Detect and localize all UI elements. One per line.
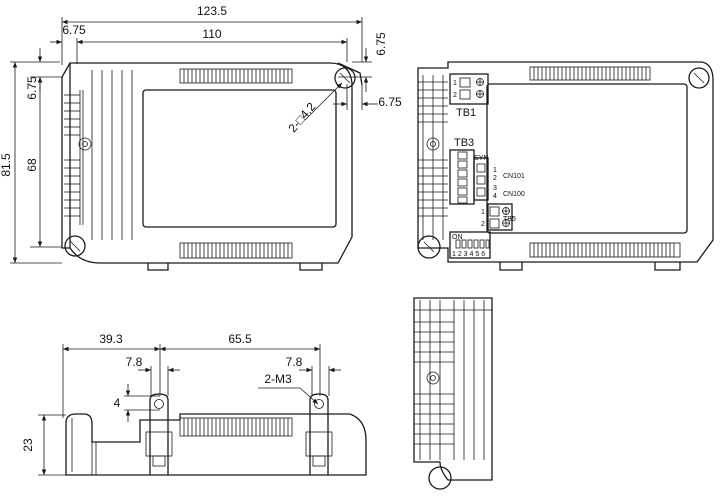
label-cn100: CN100 xyxy=(503,191,525,198)
connector-cn101-cn100: SYN 1 2 3 4 CN101 CN100 xyxy=(473,155,525,201)
dim-front-top: 39.3 65.5 xyxy=(62,332,321,418)
side-view xyxy=(413,297,493,490)
label-hole-width-right: 7.8 xyxy=(286,355,303,369)
tb5-pin-1: 1 xyxy=(481,209,485,216)
front-view: 39.3 65.5 7.8 7.8 2-M3 4 xyxy=(21,332,367,476)
side-mounting-hole xyxy=(426,371,440,385)
label-overall-height: 81.5 xyxy=(0,153,13,177)
terminal-tb3: TB3 xyxy=(449,137,475,205)
dim-edge-offset-left: 6.75 xyxy=(50,23,86,45)
label-dip-on: ON xyxy=(452,234,463,241)
label-hole-width-left: 7.8 xyxy=(126,355,143,369)
corner-slot-top-right xyxy=(334,67,356,89)
label-front-height: 23 xyxy=(21,438,35,452)
label-inner-width: 110 xyxy=(202,27,221,41)
dim-overall-width: 123.5 xyxy=(61,4,363,65)
terminal-top-vents xyxy=(529,66,651,81)
terminal-bottom-vents xyxy=(529,242,681,258)
dim-front-height: 23 xyxy=(21,414,66,476)
cn100-pin-4: 4 xyxy=(493,193,497,200)
label-inner-height: 68 xyxy=(25,158,39,172)
dim-left-vertical: 6.75 68 81.5 xyxy=(0,48,62,264)
top-vents xyxy=(179,68,293,84)
cn100-pin-3: 3 xyxy=(493,185,497,192)
label-edge-offset-top-right: 6.75 xyxy=(374,32,388,56)
dim-inner-width: 110 xyxy=(76,27,348,64)
label-edge-offset-left: 6.75 xyxy=(62,23,86,37)
cn101-pin-2: 2 xyxy=(493,175,497,182)
label-tb3: TB3 xyxy=(454,137,474,149)
label-left-distance: 39.3 xyxy=(99,332,123,346)
label-center-distance: 65.5 xyxy=(228,332,252,346)
dim-hole-width-right: 7.8 xyxy=(286,355,341,396)
label-dip-numbers: 1 2 3 4 5 6 xyxy=(452,251,485,258)
terminal-tb1: 1 2 TB1 xyxy=(449,73,489,119)
terminal-tb5: 1 2 TB5 xyxy=(481,203,516,231)
cn101-pin-1: 1 xyxy=(493,167,497,174)
label-syn: SYN xyxy=(474,155,488,162)
dim-edge-offset-top-right: 6.75 xyxy=(338,32,388,92)
tb1-pin-1: 1 xyxy=(453,80,457,87)
label-tb5: TB5 xyxy=(503,216,516,223)
label-edge-offset-top-left: 6.75 xyxy=(25,76,39,100)
dip-switch[interactable]: ON 1 2 3 4 5 6 xyxy=(449,231,491,259)
label-overall-width: 123.5 xyxy=(197,4,227,18)
hole-note: 2-M3 xyxy=(258,372,319,405)
slot-note: 2-□4.2 xyxy=(285,82,343,135)
bottom-vents xyxy=(179,242,293,259)
dim-hole-height: 4 xyxy=(114,384,160,422)
label-tb1: TB1 xyxy=(456,107,476,119)
label-edge-offset-side-right: 6.75 xyxy=(378,95,402,109)
dim-hole-width-left: 7.8 xyxy=(126,355,180,396)
corner-slot-bottom-left xyxy=(64,235,86,257)
front-view-body xyxy=(65,393,367,476)
top-view: 123.5 110 6.75 6.75 6.75 xyxy=(0,4,402,271)
tb1-pin-2: 2 xyxy=(453,92,457,99)
label-cn101: CN101 xyxy=(503,173,525,180)
label-hole-note: 2-M3 xyxy=(264,372,292,386)
tb5-pin-2: 2 xyxy=(481,221,485,228)
terminal-view: 1 2 TB1 TB3 SYN 1 2 3 4 CN101 CN100 xyxy=(417,61,714,271)
label-hole-height: 4 xyxy=(114,396,121,410)
label-slot-note: 2-□4.2 xyxy=(285,99,318,135)
mounting-hole-circle xyxy=(78,137,92,151)
top-view-body xyxy=(61,62,363,271)
